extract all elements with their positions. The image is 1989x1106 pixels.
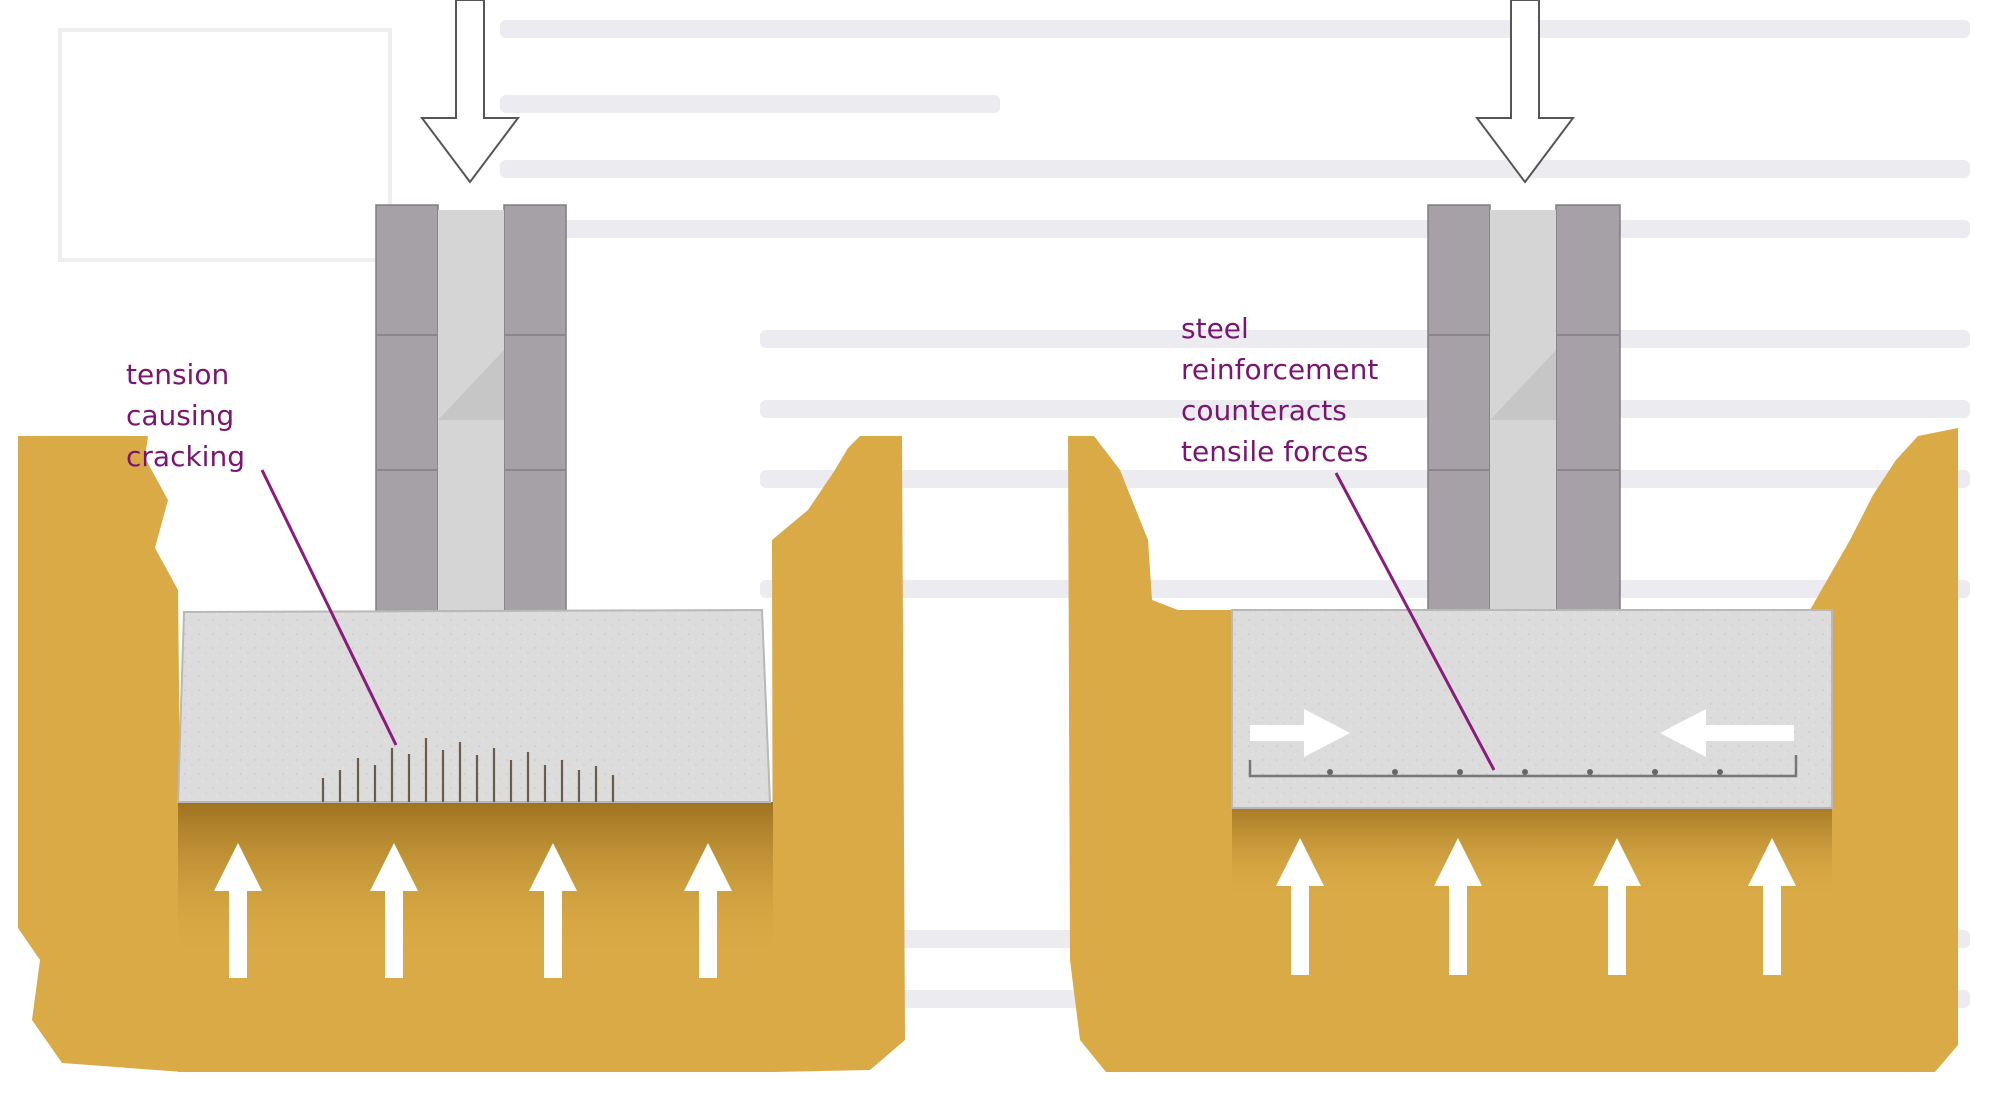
left-soil: [18, 436, 183, 1072]
right-wall-brick-left: [1427, 204, 1491, 614]
right-inward-force-arrow-icon-right: [1660, 709, 1794, 757]
right-wall-brick-right: [1555, 204, 1621, 614]
left-wall-brick-right: [503, 204, 567, 614]
left-label-line-3: cracking: [126, 440, 245, 473]
left-soil-right: [772, 436, 905, 1072]
left-panel-unreinforced: [18, 204, 905, 1072]
left-tension-cracks: [321, 738, 615, 802]
right-panel-label: steel reinforcement counteracts tensile …: [1181, 308, 1378, 472]
left-pressure-shading: [178, 802, 773, 960]
right-upward-soil-pressure-arrow-icon-1: [1276, 838, 1324, 975]
left-footing-slab: [176, 608, 772, 803]
left-upward-soil-pressure-arrow-icon-1: [214, 843, 262, 978]
right-inward-force-arrow-icon-left: [1250, 709, 1350, 757]
right-label-line-1: steel: [1181, 312, 1249, 345]
right-upward-soil-pressure-arrow-icon-4: [1748, 838, 1796, 975]
right-label-line-3: counteracts: [1181, 394, 1347, 427]
right-downward-load-arrow-icon: [1475, 0, 1575, 184]
left-upward-soil-pressure-arrow-icon-3: [529, 843, 577, 978]
right-panel-reinforced: [1068, 204, 1958, 1072]
right-soil-left: [1068, 436, 1232, 1072]
right-pressure-shading: [1232, 808, 1832, 900]
right-leader-line: [1334, 472, 1496, 771]
force-arrows: [214, 0, 1796, 978]
steel-reinforcement-bar: [1248, 755, 1798, 778]
left-wall-brick-left: [375, 204, 439, 614]
left-upward-soil-pressure-arrow-icon-2: [370, 843, 418, 978]
left-downward-load-arrow-icon: [420, 0, 520, 184]
left-leader-line: [260, 469, 398, 746]
rebar-dots: [1327, 769, 1723, 775]
right-soil-right: [1810, 428, 1958, 1072]
left-label-line-1: tension: [126, 358, 230, 391]
right-upward-soil-pressure-arrow-icon-2: [1434, 838, 1482, 975]
left-label-line-2: causing: [126, 399, 235, 432]
right-upward-soil-pressure-arrow-icon-3: [1593, 838, 1641, 975]
right-label-line-2: reinforcement: [1181, 353, 1379, 386]
left-upward-soil-pressure-arrow-icon-4: [684, 843, 732, 978]
right-footing-slab: [1231, 609, 1833, 809]
right-label-line-4: tensile forces: [1181, 435, 1369, 468]
left-panel-label: tension causing cracking: [126, 354, 245, 477]
